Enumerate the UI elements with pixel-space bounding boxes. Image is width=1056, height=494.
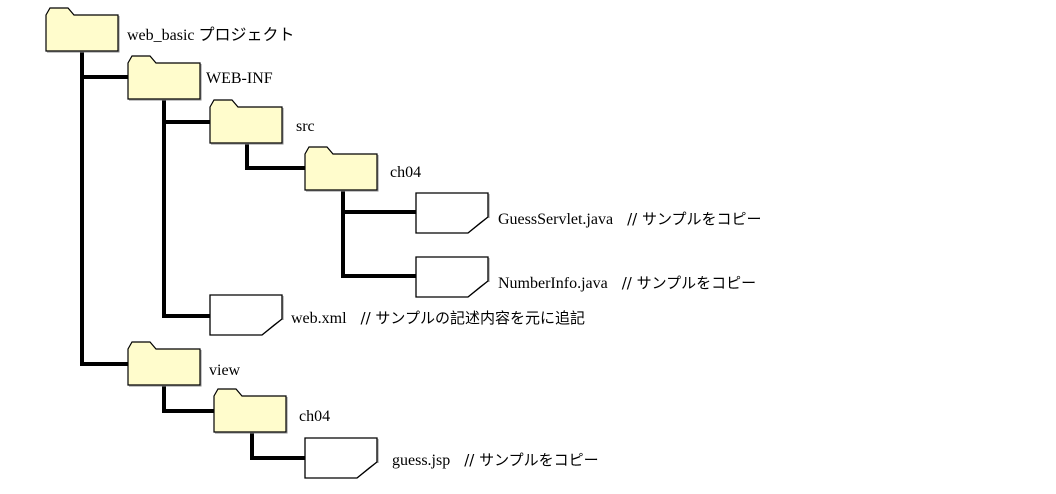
connector-root-webinf xyxy=(80,50,130,79)
node-label-root: web_basic プロジェクト xyxy=(127,27,295,45)
connector-webinf-src xyxy=(162,96,212,124)
folder-icon xyxy=(304,146,379,192)
node-name: web.xml xyxy=(291,310,347,327)
node-name: NumberInfo.java xyxy=(498,275,608,292)
node-name: guess.jsp xyxy=(392,452,451,469)
node-label-src: src xyxy=(296,118,315,136)
node-label-numberinfo: NumberInfo.java // サンプルをコピー xyxy=(498,274,756,293)
connector-src-ch04 xyxy=(245,142,307,170)
folder-icon xyxy=(127,341,202,387)
folder-icon xyxy=(45,7,120,53)
node-label-webxml: web.xml // サンプルの記述内容を元に追記 xyxy=(291,309,585,328)
node-name: src xyxy=(296,118,315,135)
node-comment: // サンプルをコピー xyxy=(464,451,599,469)
file-icon xyxy=(209,294,284,336)
folder-icon xyxy=(209,99,284,145)
folder-icon xyxy=(127,55,202,101)
connector-root-view xyxy=(80,75,130,366)
connector-webinf-webxml xyxy=(162,120,212,318)
file-icon xyxy=(304,437,379,479)
node-name: ch04 xyxy=(390,164,422,181)
connector-view-ch04 xyxy=(162,384,216,413)
node-name: view xyxy=(209,362,241,379)
connector-viewch04-guessjsp xyxy=(250,432,307,460)
node-comment: // サンプルをコピー xyxy=(627,210,762,228)
node-label-webinf: WEB-INF xyxy=(206,70,273,88)
node-label-view-ch04: ch04 xyxy=(299,408,330,426)
connector-ch04-guessservlet xyxy=(341,188,418,214)
node-comment: // サンプルの記述内容を元に追記 xyxy=(360,309,585,327)
file-icon xyxy=(415,192,490,234)
file-icon xyxy=(415,256,490,298)
node-name: web_basic プロジェクト xyxy=(127,27,295,44)
node-name: WEB-INF xyxy=(206,70,273,87)
node-name: GuessServlet.java xyxy=(498,211,614,228)
node-label-view: view xyxy=(209,362,240,380)
node-comment: // サンプルをコピー xyxy=(621,274,757,292)
node-name: ch04 xyxy=(299,408,331,425)
node-label-guessservlet: GuessServlet.java // サンプルをコピー xyxy=(498,210,762,229)
connector-ch04-numberinfo xyxy=(341,210,418,278)
node-label-src-ch04: ch04 xyxy=(390,164,421,182)
folder-icon xyxy=(213,388,288,434)
node-label-guessjsp: guess.jsp // サンプルをコピー xyxy=(392,451,599,470)
